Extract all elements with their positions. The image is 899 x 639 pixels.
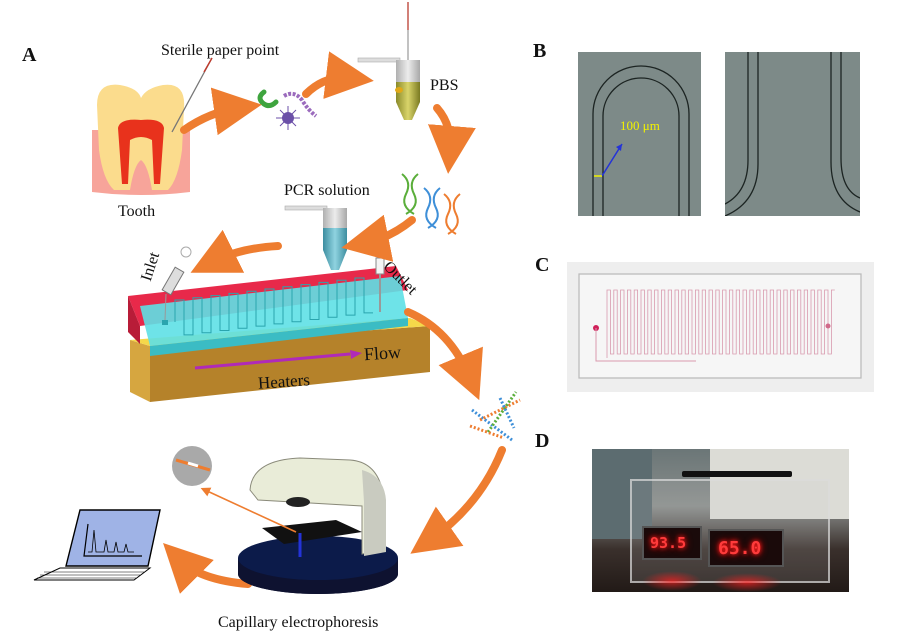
capillary-zoom-icon xyxy=(172,446,212,486)
scale-bar-label: 100 μm xyxy=(620,118,660,133)
temp-display-anneal: 65.0 xyxy=(708,529,784,567)
pcr-chip-device xyxy=(128,266,430,402)
serpentine-channel xyxy=(174,277,373,336)
pcr-chip-photo xyxy=(567,262,874,392)
inlet-tube-icon xyxy=(161,246,192,325)
label-flow: Flow xyxy=(363,341,402,365)
label-tooth: Tooth xyxy=(118,203,156,220)
label-pbs: PBS xyxy=(430,77,459,94)
serpentine-channel xyxy=(606,289,835,358)
panel-c-letter: C xyxy=(535,254,550,276)
arrow-pcr-to-inlet xyxy=(190,229,282,273)
thermal-controller-photo: 93.5 65.0 xyxy=(592,449,849,592)
micrograph-channel-straight xyxy=(725,52,860,216)
label-capillary-electrophoresis: Capillary electrophoresis xyxy=(218,614,379,631)
panel-b-letter: B xyxy=(533,40,547,62)
arrow-pbs-to-dna xyxy=(427,104,476,174)
arrow-dna-to-pcr xyxy=(341,214,416,262)
arrow-ce-to-laptop xyxy=(163,543,252,594)
workflow-arrows xyxy=(163,51,506,594)
panel-d-letter: D xyxy=(535,430,550,452)
temp-display-denature: 93.5 xyxy=(642,526,702,560)
flow-arrow xyxy=(194,352,351,370)
pbs-tube-icon xyxy=(357,2,420,120)
label-pcr-solution: PCR solution xyxy=(284,182,370,199)
ce-instrument-icon xyxy=(200,457,398,594)
arrow-outlet-to-dna xyxy=(404,308,483,401)
arrow-bacteria-to-pbs xyxy=(302,51,374,99)
micrograph-channel-turn: 100 μm xyxy=(578,52,701,216)
tooth-icon xyxy=(92,57,213,195)
dna-icon xyxy=(401,173,461,235)
laptop-icon xyxy=(33,509,161,581)
arrow-dna-to-ce xyxy=(410,446,506,554)
arrow-tooth-to-bacteria xyxy=(180,87,262,136)
label-heaters: Heaters xyxy=(257,370,311,393)
panel-a-letter: A xyxy=(22,44,37,66)
label-sterile-paper-point: Sterile paper point xyxy=(161,42,280,59)
pcr-tube-icon xyxy=(284,205,347,270)
bacteria-icon xyxy=(257,89,318,130)
dna-amplified-icon xyxy=(469,391,521,442)
